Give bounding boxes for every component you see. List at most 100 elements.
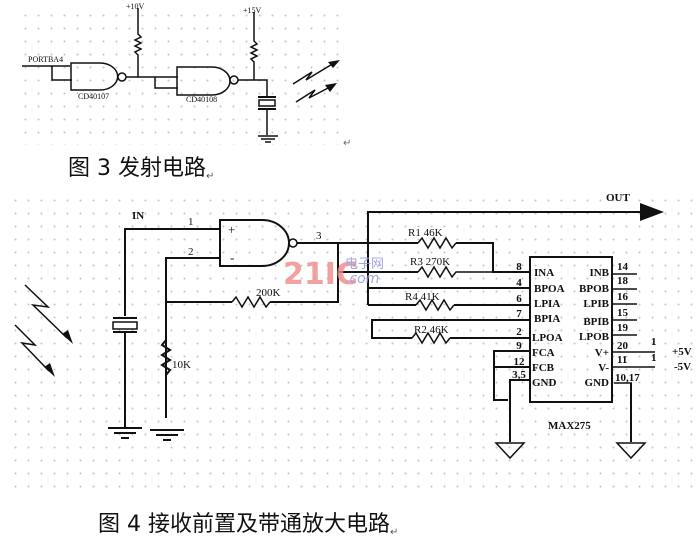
input-wire	[124, 228, 220, 316]
pin-name: LPIA	[534, 298, 560, 310]
resistor-200k-label: 200K	[256, 287, 281, 299]
vplus-label: +5V	[672, 346, 692, 358]
received-signal-arrows-icon	[14, 284, 73, 377]
chip-name-label: MAX275	[548, 420, 591, 432]
pin-number: 12	[514, 356, 526, 368]
inversion-bubble	[117, 72, 127, 82]
ground-symbol	[108, 427, 142, 439]
vminus-label: -5V	[674, 361, 691, 373]
watermark-logo: 21IC 电子网 .com	[283, 257, 384, 292]
pin-name: V-	[598, 362, 609, 374]
pin-name: LPOB	[579, 331, 610, 343]
input-label: PORTBA4	[28, 55, 63, 64]
caption-text: 图 3 发射电路	[68, 156, 206, 181]
resistor-r3-label: R3 270K	[410, 256, 450, 268]
ultrasonic-receiver-transducer	[112, 321, 138, 330]
pin-name: INB	[589, 267, 609, 279]
tied-input-wire	[51, 66, 72, 81]
wire	[371, 319, 530, 339]
paragraph-mark: ↵	[389, 527, 399, 538]
resistor-r4	[415, 298, 455, 312]
transmit-circuit-diagram: PORTBA4 CD40107 +10V CD40108 +15V	[22, 2, 340, 143]
chip-right-pins: INB 14 BPOB 18 LPIB 16 BPIB 15 LPOB 19 V…	[579, 261, 655, 389]
watermark-brand: 21IC	[283, 257, 358, 292]
vminus-cap-label: 1	[651, 352, 657, 364]
pin-number: 18	[617, 275, 629, 287]
pin-name: BPOA	[534, 283, 565, 295]
pin-number: 2	[516, 326, 522, 338]
pin3-label: 3	[316, 230, 322, 242]
watermark-cn: 电子网	[345, 257, 384, 272]
pin-name: FCA	[532, 347, 555, 359]
wire	[456, 242, 530, 273]
pin-number: 4	[516, 277, 522, 289]
ground-symbol	[615, 442, 647, 460]
resistor-10k	[160, 339, 172, 376]
output-wire	[238, 79, 268, 97]
pin2-label: 2	[188, 246, 194, 258]
pin-name: LPIB	[583, 298, 609, 310]
pin-name: INA	[534, 267, 554, 279]
watermark-domain: .com	[345, 271, 379, 287]
pull-up-resistor-1	[133, 8, 143, 77]
out-bus-wire	[367, 211, 645, 305]
chip-left-pins: 8 INA 4 BPOA 6 LPIA 7 BPIA 2 LPOA 9 FCA …	[512, 261, 564, 389]
input-label: IN	[132, 210, 144, 222]
pin-name: BPIB	[583, 316, 609, 328]
inverting-input-wire	[165, 257, 220, 418]
inversion-bubble	[288, 238, 298, 248]
resistor-r2	[411, 331, 451, 345]
grid-background	[5, 190, 695, 490]
pin-name: GND	[585, 377, 610, 389]
plus-terminal-label: +	[228, 222, 235, 237]
tied-input-wire	[154, 77, 178, 89]
pin-number: 20	[617, 340, 629, 352]
fca-wire	[493, 350, 530, 401]
nand-gate-2	[176, 66, 231, 96]
paragraph-mark: ↵	[205, 171, 215, 182]
emission-arrows-icon	[292, 60, 340, 103]
gnd-wire	[509, 379, 530, 442]
resistor-200k	[231, 295, 271, 309]
max275-chip	[529, 256, 613, 403]
minus-terminal-label: -	[230, 250, 234, 265]
pull-up-resistor-2	[249, 12, 259, 80]
pin-number: 6	[516, 293, 522, 305]
pin-number: 15	[617, 307, 629, 319]
out-arrow-icon	[640, 203, 664, 221]
pin-name: LPOA	[532, 332, 563, 344]
resistor-r1-label: R1 46K	[408, 227, 443, 239]
pin-number: 11	[617, 354, 627, 366]
pin-number: 16	[617, 291, 629, 303]
pin-name: BPIA	[534, 313, 560, 325]
pin-number: 7	[516, 308, 522, 320]
pin-number: 3,5	[512, 369, 526, 381]
ground-symbol	[150, 429, 184, 441]
feedback-wire	[270, 243, 339, 303]
receiver-circuit-diagram: IN 1 2 10K 200K + - 3 OUT R1 46K R3 270K	[14, 192, 692, 460]
resistor-r3	[417, 265, 493, 279]
supply2-label: +15V	[243, 6, 262, 15]
paragraph-mark: ↵	[343, 138, 352, 149]
vplus-cap-label: 1	[651, 336, 657, 348]
gate1-label: CD40107	[78, 92, 109, 101]
resistor-r2-label: R2 46K	[414, 324, 449, 336]
pin-name: BPOB	[579, 283, 610, 295]
resistor-10k-label: 10K	[172, 359, 191, 371]
pin-name: V+	[595, 347, 609, 359]
pin-name: FCB	[532, 362, 555, 374]
resistor-r1	[417, 236, 457, 250]
grid-background	[15, 5, 345, 145]
pin-name: GND	[532, 377, 557, 389]
inversion-bubble	[229, 75, 239, 85]
supply1-label: +10V	[126, 2, 145, 11]
gate2-label: CD40108	[186, 95, 217, 104]
pin-number: 14	[617, 261, 629, 273]
pin-number: 8	[516, 261, 522, 273]
pin-number: 9	[516, 340, 522, 352]
pin-number: 19	[617, 322, 629, 334]
caption-text: 图 4 接收前置及带通放大电路	[98, 512, 390, 537]
ground-symbol	[494, 442, 526, 460]
resistor-r4-label: R4 41K	[405, 291, 440, 303]
figure3-caption: 图 3 发射电路↵	[68, 150, 214, 182]
